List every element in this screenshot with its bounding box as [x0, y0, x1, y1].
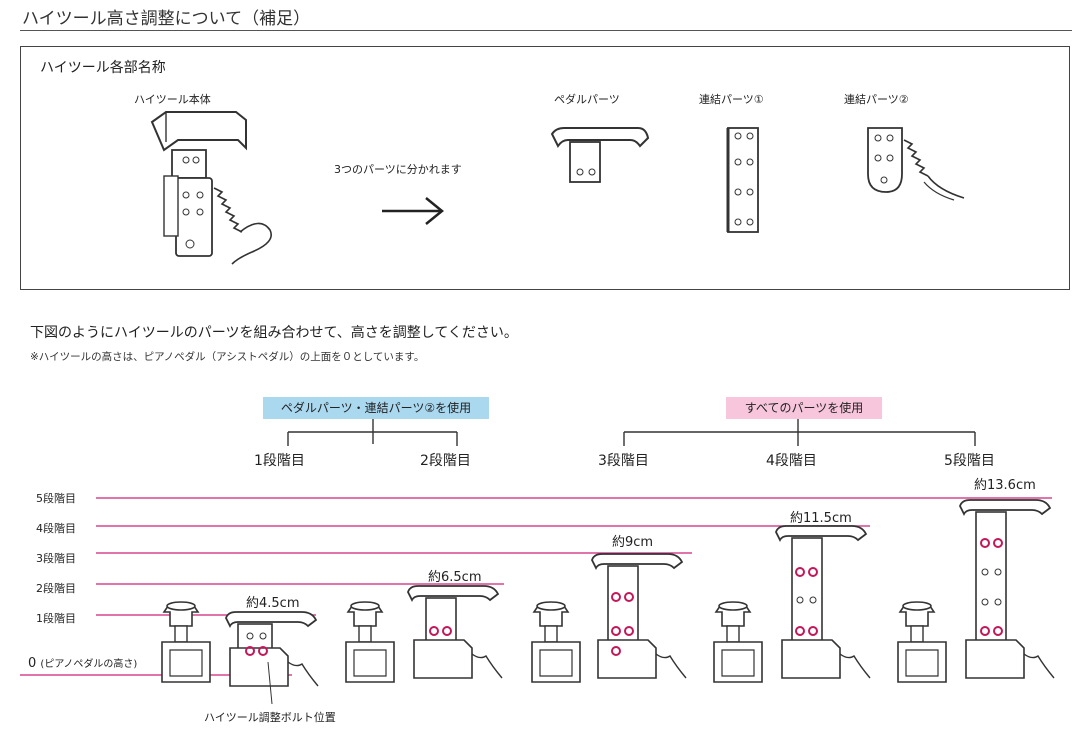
- link1-label: 連結パーツ①: [699, 93, 764, 106]
- stage-3-illustration: [531, 553, 687, 683]
- level-label-3: 3段階目: [36, 552, 76, 565]
- link2-label: 連結パーツ②: [844, 93, 909, 106]
- parts-panel-title: ハイツール各部名称: [40, 60, 166, 76]
- bolt-position-label: ハイツール調整ボルト位置: [204, 711, 336, 724]
- link-part-2-illustration: [867, 127, 965, 201]
- stage-5-illustration: [897, 499, 1055, 683]
- group-bracket-partial: [287, 419, 458, 446]
- stage-2-illustration: [345, 585, 503, 683]
- stage-4-illustration: [713, 525, 871, 683]
- height-label-1: 約4.5cm: [246, 596, 300, 611]
- group-tag-partial: ペダルパーツ・連結パーツ②を使用: [263, 397, 489, 419]
- stage-label-3: 3段階目: [598, 453, 649, 469]
- height-label-4: 約11.5cm: [790, 511, 852, 526]
- parts-panel: [20, 46, 1070, 290]
- right-arrow-icon: [382, 197, 444, 225]
- group-tag-all: すべてのパーツを使用: [726, 397, 882, 419]
- stage-label-4: 4段階目: [766, 453, 817, 469]
- pedal-part-illustration: [550, 127, 650, 183]
- group-bracket-all: [623, 419, 976, 446]
- page-title: ハイツール高さ調整について（補足）: [22, 9, 311, 29]
- stage-label-5: 5段階目: [944, 453, 995, 469]
- instruction-text: 下図のようにハイツールのパーツを組み合わせて、高さを調整してください。: [30, 325, 518, 341]
- level-label-1: 1段階目: [36, 612, 76, 625]
- zero-level-label: 0 (ピアノペダルの高さ): [28, 656, 138, 671]
- level-label-5: 5段階目: [36, 492, 76, 505]
- pedal-part-label: ペダルパーツ: [554, 93, 620, 106]
- hightool-body-illustration: [150, 111, 272, 265]
- stage-label-2: 2段階目: [420, 453, 471, 469]
- title-divider: [20, 30, 1072, 31]
- link-part-1-illustration: [726, 127, 759, 233]
- zero-level-note: (ピアノペダルの高さ): [40, 659, 138, 670]
- stage-label-1: 1段階目: [254, 453, 305, 469]
- stage-1-illustration: [161, 601, 319, 705]
- body-label: ハイツール本体: [134, 93, 211, 106]
- height-label-2: 約6.5cm: [428, 570, 482, 585]
- instruction-note: ※ハイツールの高さは、ピアノペダル（アシストペダル）の上面を０としています。: [30, 351, 425, 363]
- level-label-2: 2段階目: [36, 582, 76, 595]
- height-label-3: 約9cm: [612, 535, 654, 550]
- split-text: 3つのパーツに分かれます: [334, 163, 462, 176]
- height-label-5: 約13.6cm: [974, 478, 1036, 493]
- level-label-4: 4段階目: [36, 522, 76, 535]
